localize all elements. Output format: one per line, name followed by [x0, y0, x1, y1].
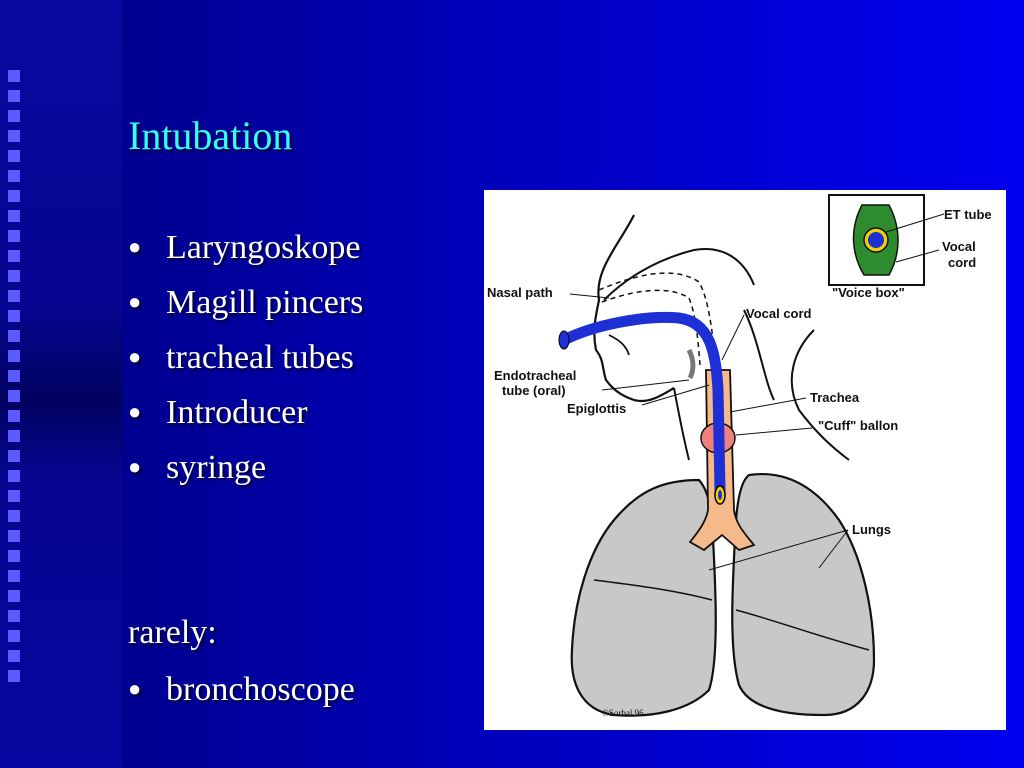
- shoulder-outline: [790, 329, 850, 461]
- nasal-cavity-2: [601, 289, 701, 366]
- list-item-text: Magill pincers: [166, 284, 364, 321]
- sidebar-square: [8, 470, 20, 482]
- sidebar-square: [8, 450, 20, 462]
- bullet-icon: ●: [128, 234, 142, 260]
- sidebar-square: [8, 90, 20, 102]
- sidebar-square: [8, 150, 20, 162]
- sidebar-square: [8, 110, 20, 122]
- sidebar-square: [8, 370, 20, 382]
- list-item-text: bronchoscope: [166, 671, 355, 708]
- sidebar-square: [8, 590, 20, 602]
- sidebar-square: [8, 190, 20, 202]
- list-item-text: syringe: [166, 449, 267, 486]
- tube-opening: [558, 330, 570, 350]
- sidebar-square: [8, 650, 20, 662]
- sidebar-square: [8, 350, 20, 362]
- epiglottis: [686, 348, 696, 380]
- sidebar-square: [8, 530, 20, 542]
- list-item-text: Introducer: [166, 394, 308, 431]
- face-outline: [593, 214, 675, 403]
- skull-outline: [603, 248, 755, 301]
- right-lung: [731, 473, 876, 717]
- neck-front: [673, 387, 690, 461]
- instrument-list: ● Laryngoskope ● Magill pincers ● tracheal …: [128, 224, 363, 499]
- lung-fissure: [593, 579, 713, 601]
- label-vocal-cord: Vocal cord: [746, 306, 812, 321]
- label-inset-vocal: Vocal: [942, 239, 976, 254]
- label-voice-box: "Voice box": [832, 285, 905, 300]
- diagram-svg: ET tube Vocal cord "Voice box" Nasal pat…: [487, 194, 992, 718]
- sidebar-square: [8, 550, 20, 562]
- bullet-icon: ●: [128, 676, 142, 702]
- sidebar-square: [8, 490, 20, 502]
- list-item: ● Magill pincers: [128, 279, 363, 334]
- label-lungs: Lungs: [852, 522, 891, 537]
- sidebar-square: [8, 230, 20, 242]
- label-trachea: Trachea: [810, 390, 860, 405]
- sidebar-squares: [8, 70, 28, 690]
- sidebar-square: [8, 430, 20, 442]
- list-item: ● tracheal tubes: [128, 334, 363, 389]
- label-epiglottis: Epiglottis: [567, 401, 626, 416]
- lung-fissure: [735, 609, 870, 651]
- list-item: ● syringe: [128, 444, 363, 499]
- label-nasal-path: Nasal path: [487, 285, 553, 300]
- sidebar-square: [8, 510, 20, 522]
- slide-title: Intubation: [128, 113, 293, 158]
- list-item-text: Laryngoskope: [166, 229, 361, 266]
- label-cuff: "Cuff" ballon: [818, 418, 898, 433]
- bullet-icon: ●: [128, 344, 142, 370]
- sidebar-square: [8, 270, 20, 282]
- bullet-icon: ●: [128, 454, 142, 480]
- sidebar-square: [8, 390, 20, 402]
- sidebar-square: [8, 170, 20, 182]
- neck-back: [743, 309, 775, 401]
- sidebar-square: [8, 250, 20, 262]
- rare-list: ● bronchoscope: [128, 666, 355, 716]
- sidebar-square: [8, 330, 20, 342]
- label-et-tube: ET tube: [944, 207, 992, 222]
- sidebar-square: [8, 130, 20, 142]
- label-inset-cord: cord: [948, 255, 976, 270]
- sidebar-square: [8, 290, 20, 302]
- nasal-cavity: [598, 272, 717, 366]
- left-lung: [570, 478, 717, 717]
- sidebar-square: [8, 310, 20, 322]
- sidebar-square: [8, 670, 20, 682]
- inset-et-tube-lumen: [868, 232, 884, 248]
- sidebar-square: [8, 630, 20, 642]
- sidebar-square: [8, 210, 20, 222]
- list-item: ● bronchoscope: [128, 666, 355, 716]
- intubation-diagram: ET tube Vocal cord "Voice box" Nasal pat…: [484, 190, 1006, 730]
- bullet-icon: ●: [128, 289, 142, 315]
- slide-sidebar: [0, 0, 122, 768]
- list-item: ● Laryngoskope: [128, 224, 363, 279]
- et-tube: [558, 311, 726, 496]
- artist-signature: ©Sorbal 96: [602, 708, 644, 718]
- mouth: [608, 334, 630, 356]
- label-endotracheal: Endotracheal: [494, 368, 576, 383]
- bullet-icon: ●: [128, 399, 142, 425]
- list-item-text: tracheal tubes: [166, 339, 354, 376]
- tube-tip-inner: [718, 490, 722, 500]
- sidebar-square: [8, 70, 20, 82]
- rarely-heading: rarely:: [128, 614, 217, 651]
- sidebar-square: [8, 570, 20, 582]
- list-item: ● Introducer: [128, 389, 363, 444]
- sidebar-square: [8, 410, 20, 422]
- label-tube-oral: tube (oral): [502, 383, 566, 398]
- sidebar-square: [8, 610, 20, 622]
